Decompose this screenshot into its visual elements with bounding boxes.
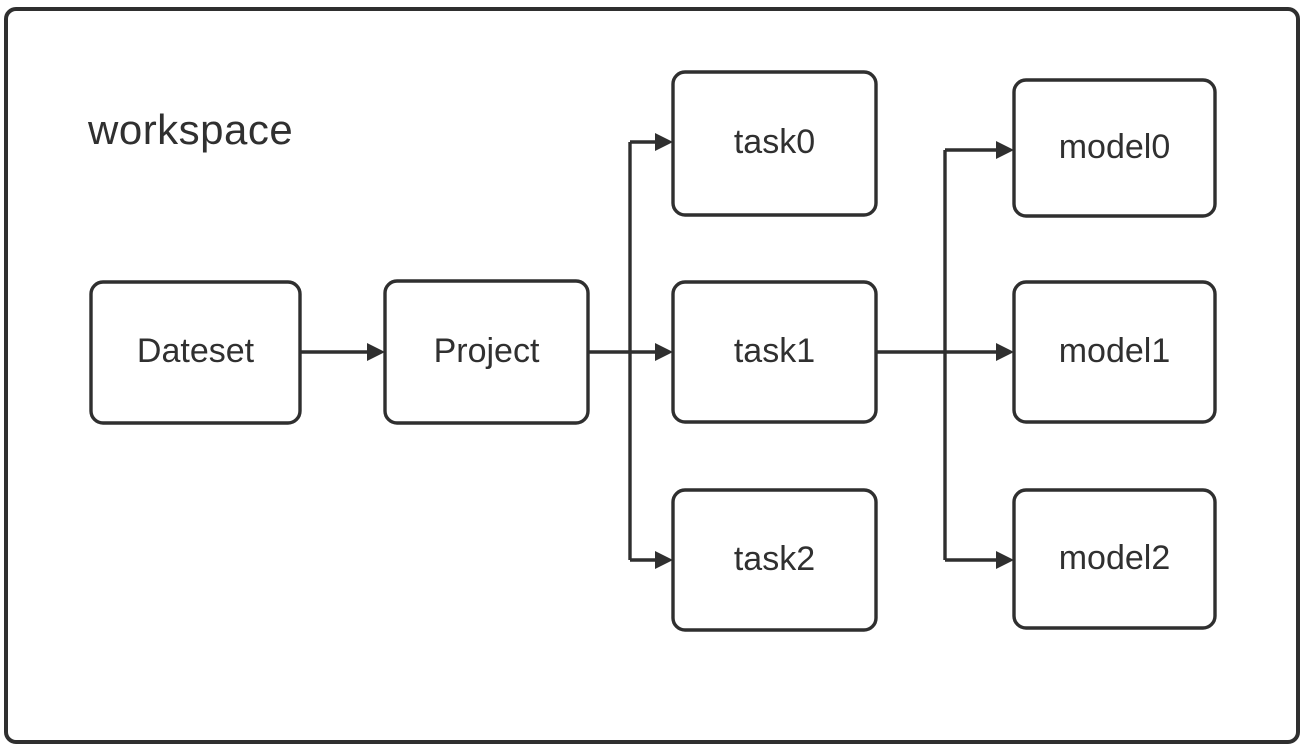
arrowhead-task2-in: [655, 551, 673, 569]
node-label-model2: model2: [1059, 539, 1171, 577]
node-task2[interactable]: task2: [671, 488, 878, 632]
node-label-task1: task1: [734, 332, 815, 370]
node-rect-task0[interactable]: [671, 70, 878, 217]
node-rect-model1[interactable]: [1012, 280, 1217, 424]
node-dateset[interactable]: Dateset: [89, 280, 302, 425]
node-rect-task1[interactable]: [671, 280, 878, 424]
node-task0[interactable]: task0: [671, 70, 878, 217]
arrowhead-task0-in: [655, 133, 673, 151]
node-rect-dateset[interactable]: [89, 280, 302, 425]
edge-project-to-tasks: [588, 133, 673, 569]
node-model1[interactable]: model1: [1012, 280, 1217, 424]
node-rect-project[interactable]: [383, 279, 590, 425]
arrowhead-model1-in: [996, 343, 1014, 361]
arrowhead-model2-in: [996, 551, 1014, 569]
workspace-title: workspace: [87, 106, 293, 153]
node-model0[interactable]: model0: [1012, 78, 1217, 218]
edge-dateset-to-project: [300, 343, 385, 361]
edge-group: [300, 133, 1014, 569]
node-label-task0: task0: [734, 123, 815, 161]
node-label-model1: model1: [1059, 332, 1171, 370]
arrowhead-task1-in: [655, 343, 673, 361]
node-label-task2: task2: [734, 540, 815, 578]
node-label-model0: model0: [1059, 128, 1171, 166]
node-task1[interactable]: task1: [671, 280, 878, 424]
node-rect-model0[interactable]: [1012, 78, 1217, 218]
edge-task1-to-models: [876, 141, 1014, 569]
arrowhead-model0-in: [996, 141, 1014, 159]
node-label-project: Project: [434, 332, 540, 370]
arrowhead-project-in: [367, 343, 385, 361]
node-model2[interactable]: model2: [1012, 488, 1217, 630]
node-group: Dateset Project task0 task1 task2 model0: [89, 70, 1217, 632]
node-label-dateset: Dateset: [137, 332, 255, 370]
node-rect-model2[interactable]: [1012, 488, 1217, 630]
node-project[interactable]: Project: [383, 279, 590, 425]
node-rect-task2[interactable]: [671, 488, 878, 632]
